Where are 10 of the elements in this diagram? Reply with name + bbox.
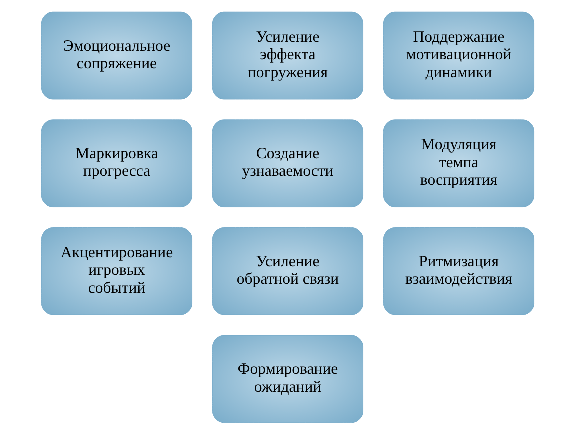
node-box: Маркировка прогресса bbox=[41, 120, 192, 208]
node-box: Эмоциональное сопряжение bbox=[41, 12, 192, 100]
node-box: Усиление эффекта погружения bbox=[212, 12, 364, 100]
node-box: Поддержание мотивационной динамики bbox=[384, 12, 535, 100]
node-box: Акцентирование игровых событий bbox=[41, 228, 192, 316]
node-box: Модуляция темпа восприятия bbox=[384, 120, 535, 208]
node-box: Создание узнаваемости bbox=[212, 120, 364, 208]
node-box: Ритмизация взаимодействия bbox=[384, 228, 535, 316]
node-box: Усиление обратной связи bbox=[212, 228, 364, 316]
node-box: Формирование ожиданий bbox=[212, 335, 364, 424]
